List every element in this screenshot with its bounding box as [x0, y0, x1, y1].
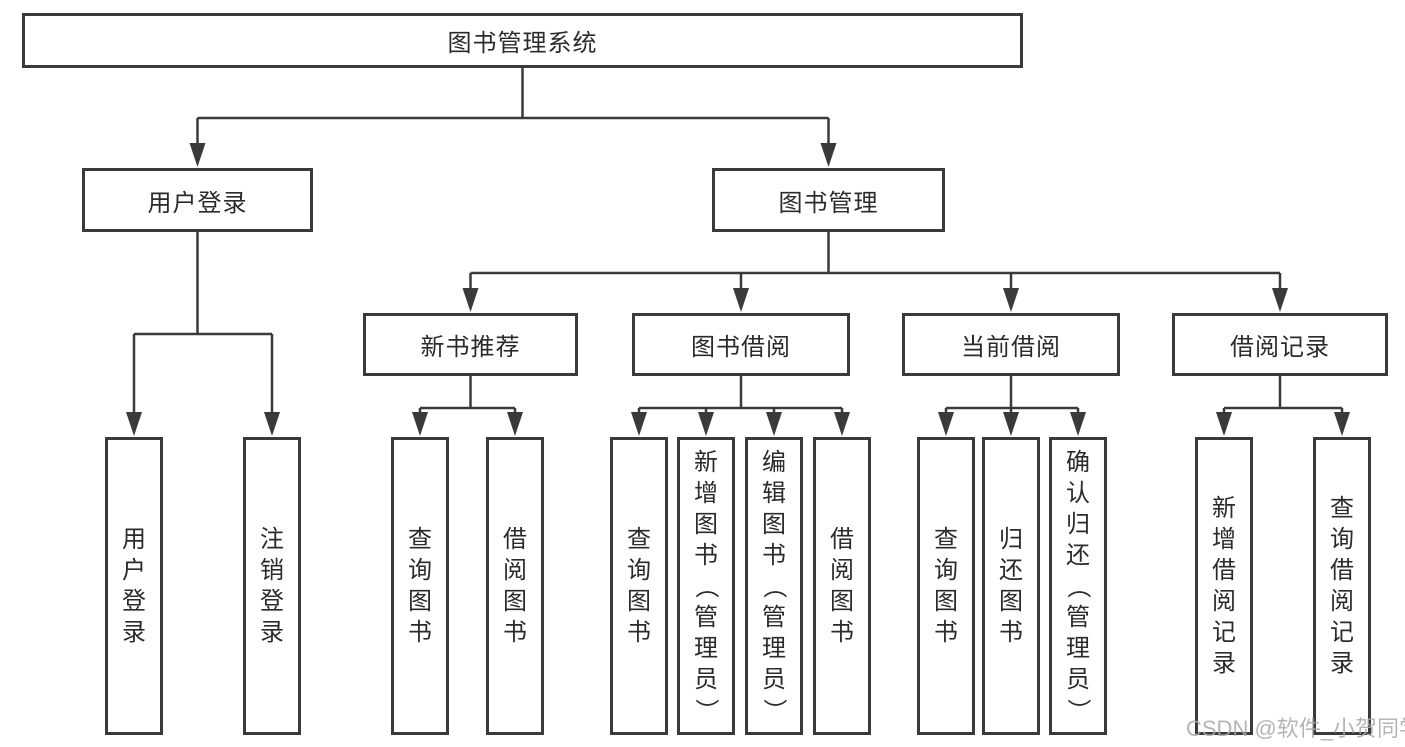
leaf-label: 确认归还（管理员）	[1064, 448, 1092, 723]
leaf-logout: 注销登录	[243, 437, 301, 735]
leaf-label: 查询借阅记录	[1330, 495, 1354, 677]
leaf-label: 查询图书	[408, 526, 432, 646]
leaf-label: 查询图书	[934, 526, 958, 646]
node-borrow-records: 借阅记录	[1172, 313, 1388, 376]
leaf-label: 归还图书	[999, 526, 1023, 646]
leaf-label: 借阅图书	[503, 526, 527, 646]
node-new-book-recommend: 新书推荐	[363, 313, 578, 376]
leaf-return-book: 归还图书	[982, 437, 1040, 735]
leaf-label: 查询图书	[627, 526, 651, 646]
leaf-label: 编辑图书（管理员）	[760, 448, 788, 723]
node-current-borrow: 当前借阅	[902, 313, 1120, 376]
leaf-label: 新增借阅记录	[1212, 495, 1236, 677]
leaf-user-login: 用户登录	[105, 437, 163, 735]
leaf-borrow-books: 借阅图书	[813, 437, 871, 735]
leaf-label: 借阅图书	[830, 526, 854, 646]
leaf-confirm-return-admin: 确认归还（管理员）	[1049, 437, 1107, 735]
leaf-query-books-borrow: 查询图书	[610, 437, 668, 735]
leaf-edit-book-admin: 编辑图书（管理员）	[745, 437, 803, 735]
node-root: 图书管理系统	[22, 13, 1023, 68]
leaf-add-book-admin: 新增图书（管理员）	[677, 437, 735, 735]
node-user-login: 用户登录	[82, 168, 313, 232]
leaf-label: 注销登录	[260, 526, 284, 646]
leaf-label: 用户登录	[122, 526, 146, 646]
node-book-borrow: 图书借阅	[632, 313, 850, 376]
leaf-query-borrow-record: 查询借阅记录	[1313, 437, 1371, 735]
leaf-borrow-books-recommend: 借阅图书	[486, 437, 544, 735]
leaf-add-borrow-record: 新增借阅记录	[1195, 437, 1253, 735]
csdn-watermark: CSDN @软件_小贺同学	[1186, 716, 1405, 741]
leaf-query-books-current: 查询图书	[917, 437, 975, 735]
leaf-query-books-recommend: 查询图书	[391, 437, 449, 735]
leaf-label: 新增图书（管理员）	[692, 448, 720, 723]
node-book-management: 图书管理	[712, 168, 945, 232]
